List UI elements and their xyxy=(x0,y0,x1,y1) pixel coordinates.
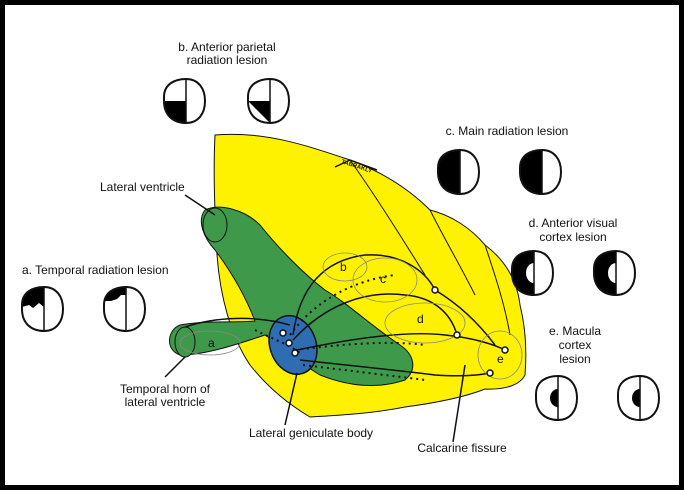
diagram-frame: a b c d e TABRAKLY xyxy=(5,5,679,485)
field-c-left xyxy=(437,148,481,196)
label-temporal-horn-1: Temporal horn of xyxy=(120,382,211,396)
terminal-nodes xyxy=(279,286,509,377)
field-e-left xyxy=(535,374,579,422)
field-b-right xyxy=(247,77,291,125)
label-calcarine-fissure: Calcarine fissure xyxy=(417,441,507,455)
label-lateral-geniculate: Lateral geniculate body xyxy=(249,426,373,440)
ventricle-end xyxy=(202,207,228,243)
label-macula-2: cortex xyxy=(559,338,592,352)
label-anterior-visual-2: cortex lesion xyxy=(539,230,606,244)
label-macula-3: lesion xyxy=(559,352,590,366)
field-c-right xyxy=(519,148,563,196)
region-letter-d: d xyxy=(417,312,424,326)
region-letter-e: e xyxy=(497,352,504,366)
gyrus-lines xyxy=(349,159,511,336)
field-a-right xyxy=(103,285,147,333)
field-b-left xyxy=(163,77,207,125)
label-temporal-radiation: a. Temporal radiation lesion xyxy=(22,263,169,277)
label-anterior-parietal-2: radiation lesion xyxy=(187,53,268,67)
label-temporal-horn-2: lateral ventricle xyxy=(125,395,206,409)
label-anterior-visual-1: d. Anterior visual xyxy=(529,216,618,230)
label-lateral-ventricle: Lateral ventricle xyxy=(100,180,185,194)
field-e-right xyxy=(617,374,661,422)
visual-pathway-diagram: a b c d e TABRAKLY xyxy=(21,40,661,455)
sulcus-mark xyxy=(334,159,378,171)
region-letter-b: b xyxy=(340,260,347,274)
label-macula-1: e. Macula xyxy=(549,324,601,338)
region-letter-a: a xyxy=(208,336,215,350)
label-main-radiation: c. Main radiation lesion xyxy=(446,124,569,138)
field-a-left xyxy=(21,285,65,333)
optic-radiations xyxy=(184,254,506,377)
field-d-right xyxy=(593,249,637,297)
dotted-radiations xyxy=(254,274,426,381)
region-letter-c: c xyxy=(380,272,386,286)
leader-lines xyxy=(164,194,466,443)
label-anterior-parietal-1: b. Anterior parietal xyxy=(178,40,275,54)
lesion-regions xyxy=(179,252,523,380)
field-d-left xyxy=(511,249,555,297)
